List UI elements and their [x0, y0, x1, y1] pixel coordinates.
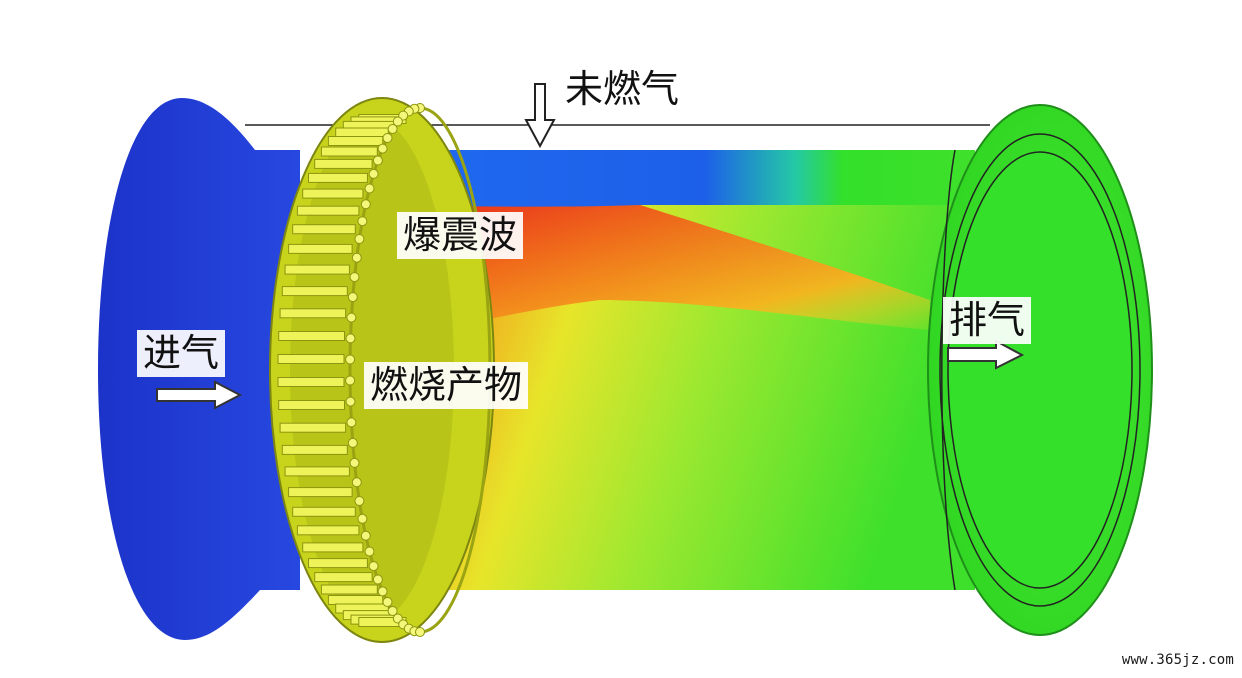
injector-hole: [415, 627, 425, 637]
injector-slot: [320, 584, 378, 595]
injector-slot: [278, 331, 346, 341]
injector-hole: [351, 477, 362, 488]
injector-slot: [278, 400, 346, 410]
injector-hole: [368, 561, 379, 572]
injector-hole: [364, 546, 375, 557]
injector-hole: [345, 333, 356, 344]
injector-slot: [284, 466, 350, 477]
exhaust-outlet-rim: [939, 133, 1141, 607]
injector-slot: [292, 224, 356, 235]
injector-hole: [357, 513, 368, 524]
injector-hole: [360, 199, 371, 210]
injector-slot: [284, 264, 350, 275]
inlet-arrow: [156, 380, 243, 410]
casing-outline-right: [941, 149, 956, 591]
injector-slot: [302, 188, 364, 199]
injector-hole: [387, 606, 398, 616]
injector-slot: [281, 444, 348, 455]
injector-slot: [302, 542, 364, 553]
injector-slot: [281, 286, 348, 297]
injector-slot: [335, 127, 389, 138]
injector-hole: [345, 354, 356, 365]
injector-slot: [279, 308, 347, 319]
injector-hole: [349, 272, 360, 283]
injector-slot: [327, 136, 384, 146]
injector-slot: [288, 487, 353, 498]
injector-slot: [296, 205, 360, 216]
injector-hole: [346, 312, 357, 323]
injector-hole: [351, 252, 362, 263]
injector-hole: [346, 417, 357, 428]
injector-hole: [382, 597, 393, 607]
injector-holes: [345, 103, 425, 637]
detonation-wave-label: 爆震波: [397, 212, 524, 259]
injector-hole: [349, 457, 360, 468]
unburned-arrow: [524, 83, 556, 149]
injector-hole: [357, 216, 368, 227]
injector-hole: [364, 183, 375, 194]
injector-slot: [292, 506, 356, 517]
injector-slot: [308, 558, 368, 569]
injector-hole: [382, 133, 393, 143]
inlet-label: 进气: [137, 330, 226, 377]
injector-slot: [320, 146, 378, 157]
injector-hole: [360, 530, 371, 541]
exhaust-label: 排气: [943, 297, 1032, 344]
unburned-gas-layer: [375, 150, 975, 207]
injector-hole: [354, 496, 365, 506]
injector-hole: [347, 437, 358, 448]
injector-slot: [279, 422, 347, 433]
injector-hole: [345, 396, 356, 407]
injector-slot: [327, 595, 384, 605]
exhaust-outlet-inner: [947, 151, 1133, 589]
injector-hole: [354, 234, 365, 244]
injector-slot: [277, 377, 345, 387]
injector-hole: [372, 574, 383, 585]
injector-hole: [387, 124, 398, 134]
injector-hole: [368, 168, 379, 179]
exhaust-arrow: [947, 339, 1025, 370]
injector-slot: [314, 158, 373, 169]
injector-hole: [377, 586, 388, 597]
injector-hole: [345, 375, 356, 386]
injector-slot: [288, 243, 353, 254]
injector-hole: [392, 116, 403, 127]
injector-hole: [347, 292, 358, 303]
injector-slot: [308, 172, 368, 183]
injector-slot: [277, 354, 345, 364]
injector-hole: [372, 155, 383, 166]
combustion-products-label: 燃烧产物: [364, 362, 529, 409]
injector-slot: [296, 525, 360, 536]
injector-slot: [314, 572, 373, 583]
unburned-gas-label: 未燃气: [565, 67, 680, 111]
watermark: www.365jz.com: [1121, 652, 1234, 668]
injector-hole: [377, 143, 388, 154]
